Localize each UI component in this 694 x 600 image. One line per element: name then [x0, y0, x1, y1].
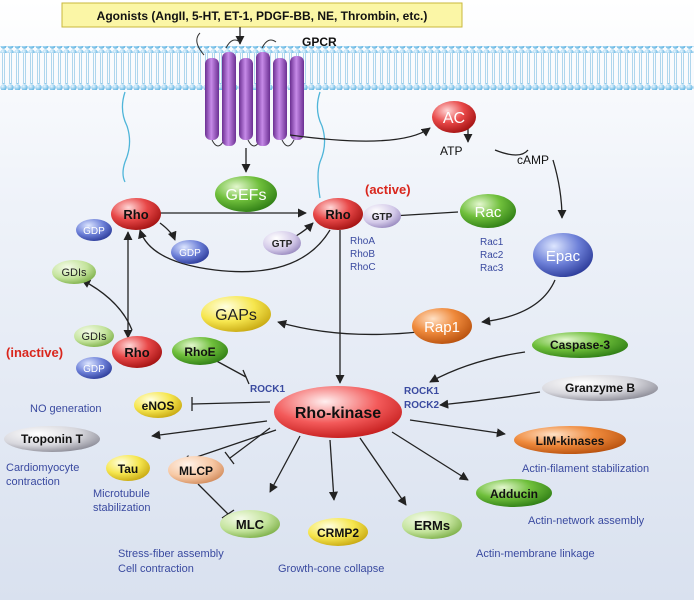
camp-label: cAMP — [517, 153, 549, 167]
rac3-label: Rac3 — [480, 263, 504, 274]
rho-membrane-anchor — [121, 91, 131, 183]
actin-filament-label: Actin-filament stabilization — [522, 463, 649, 475]
gdis-label: GDIs — [61, 267, 87, 279]
mlcp-label: MLCP — [179, 464, 213, 478]
rac2-label: Rac2 — [480, 250, 504, 261]
erms-label: ERMs — [414, 518, 450, 533]
gefs-label: GEFs — [226, 187, 267, 204]
rock2-label: ROCK2 — [404, 400, 439, 411]
gtp-bound-label: GTP — [372, 212, 393, 223]
rock1-label: ROCK1 — [404, 386, 439, 397]
granzyme-b-label: Granzyme B — [565, 381, 635, 395]
rac-node — [460, 194, 516, 228]
gdp-bound-label: GDP — [83, 226, 105, 237]
rho-inactive-label: Rho — [124, 345, 149, 360]
enos-label: eNOS — [142, 399, 175, 413]
rac1-label: Rac1 — [480, 237, 504, 248]
inactive-label: (inactive) — [6, 345, 63, 360]
gaps-label: GAPs — [215, 307, 257, 324]
lim-kinases-node — [514, 426, 626, 454]
gdp-released-label: GDP — [179, 248, 201, 259]
gaps-node — [201, 296, 271, 332]
rho-active-membrane-anchor — [316, 91, 326, 199]
gpcr-receptor — [196, 32, 304, 147]
epac-node — [533, 233, 593, 277]
rap1-label: Rap1 — [424, 319, 460, 336]
gefs-node — [215, 176, 277, 212]
rock1-under-rhoe-label: ROCK1 — [250, 384, 285, 395]
rho-gdp-node — [111, 198, 161, 230]
epac-label: Epac — [546, 248, 581, 265]
crmp2-label: CRMP2 — [317, 526, 359, 540]
troponin-t-node — [4, 426, 100, 452]
adducin-node — [476, 479, 552, 507]
actin-network-label: Actin-network assembly — [528, 515, 645, 527]
rhoe-node — [172, 337, 228, 365]
agonist-box — [61, 2, 463, 28]
rho-active-label: Rho — [325, 207, 350, 222]
microtubule-label-2: stabilization — [93, 502, 150, 514]
rho-gdp-label: Rho — [123, 207, 148, 222]
rho-active-node — [313, 198, 363, 230]
granzyme-b-node — [542, 375, 658, 401]
cardiomyocyte-label-2: contraction — [6, 476, 60, 488]
rap1-node — [412, 308, 472, 344]
gdp-bound-node — [76, 219, 112, 241]
lim-kinases-label: LIM-kinases — [536, 434, 605, 448]
gdis-inactive-node — [74, 325, 114, 347]
caspase3-label: Caspase-3 — [550, 338, 610, 352]
gdis-node — [52, 260, 96, 284]
ac-label: AC — [443, 110, 465, 127]
cardiomyocyte-label-1: Cardiomyocyte — [6, 462, 79, 474]
erms-node — [402, 511, 462, 539]
gtp-free-node — [263, 231, 301, 255]
rho-kinase-label: Rho-kinase — [295, 405, 381, 422]
actin-membrane-label: Actin-membrane linkage — [476, 548, 595, 560]
rho-kinase-node — [274, 386, 402, 438]
rhoc-label: RhoC — [350, 262, 376, 273]
rhoa-label: RhoA — [350, 236, 375, 247]
crmp2-node — [308, 518, 368, 546]
caspase3-node — [532, 332, 628, 358]
rhoe-label: RhoE — [184, 345, 215, 359]
stress-fiber-label: Stress-fiber assembly — [118, 548, 224, 560]
tau-label: Tau — [118, 462, 138, 476]
cell-contraction-label: Cell contraction — [118, 563, 194, 575]
rho-inactive-node — [112, 336, 162, 368]
gtp-free-label: GTP — [272, 239, 293, 250]
gpcr-label: GPCR — [302, 35, 337, 49]
adducin-label: Adducin — [490, 487, 538, 501]
rac-label: Rac — [475, 204, 502, 221]
gdp-inactive-label: GDP — [83, 364, 105, 375]
tau-node — [106, 455, 150, 481]
enos-node — [134, 392, 182, 418]
atp-label: ATP — [440, 144, 462, 158]
gdis-inactive-label: GDIs — [81, 331, 107, 343]
mlc-node — [220, 510, 280, 538]
microtubule-label-1: Microtubule — [93, 488, 150, 500]
growth-cone-label: Growth-cone collapse — [278, 563, 384, 575]
mlc-label: MLC — [236, 517, 265, 532]
no-generation-label: NO generation — [30, 403, 102, 415]
troponin-t-label: Troponin T — [21, 432, 84, 446]
arrows — [81, 126, 567, 506]
agonist-label: Agonists (AngII, 5-HT, ET-1, PDGF-BB, NE… — [97, 9, 428, 23]
gdp-inactive-node — [76, 357, 112, 379]
cell-membrane — [0, 46, 694, 90]
gtp-bound-node — [363, 204, 401, 228]
mlcp-node — [168, 456, 224, 484]
gdp-released-node — [171, 240, 209, 264]
ac-node — [432, 101, 476, 133]
rhob-label: RhoB — [350, 249, 375, 260]
active-label: (active) — [365, 182, 411, 197]
